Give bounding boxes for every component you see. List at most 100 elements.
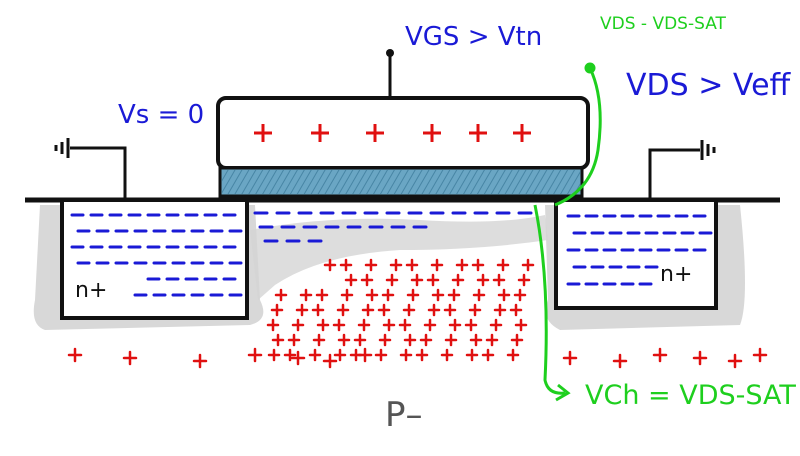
substrate-charge-mark (308, 348, 322, 362)
drain-region-label: n+ (660, 262, 693, 287)
gate-charge-mark (423, 124, 441, 142)
substrate-charge-mark (427, 303, 441, 317)
substrate-charge-mark (122, 350, 138, 366)
substrate-charge-mark (513, 288, 527, 302)
substrate-charge-mark (431, 288, 445, 302)
substrate-charge-mark (476, 273, 490, 287)
substrate-charge-mark (447, 288, 461, 302)
substrate-charge-mark (692, 350, 708, 366)
substrate-charge-mark (333, 348, 347, 362)
substrate-charge-mark (430, 258, 444, 272)
substrate-charge-mark (448, 318, 462, 332)
substrate-charge-mark (489, 318, 503, 332)
substrate-charge-mark (493, 303, 507, 317)
substrate-label: P– (385, 395, 423, 435)
substrate-charge-mark (471, 258, 485, 272)
substrate-charge-mark (295, 303, 309, 317)
substrate-charge-mark (332, 318, 346, 332)
substrate-charge-mark (267, 348, 281, 362)
channel-voltage-label: VCh = VDS-SAT (585, 380, 796, 411)
substrate-charge-mark (378, 333, 392, 347)
vds-sat-label: VDS - VDS-SAT (600, 14, 726, 34)
substrate-charge-mark (291, 318, 305, 332)
substrate-charge-mark (270, 303, 284, 317)
drain-wire (648, 148, 700, 200)
substrate-charge-mark (443, 303, 457, 317)
substrate-charge-mark (469, 333, 483, 347)
substrate-charges (67, 258, 768, 369)
substrate-charge-mark (290, 350, 306, 366)
substrate-charge-mark (353, 333, 367, 347)
substrate-charge-mark (727, 353, 743, 369)
substrate-charge-mark (415, 348, 429, 362)
substrate-charge-mark (299, 288, 313, 302)
substrate-charge-mark (492, 273, 506, 287)
substrate-charge-mark (521, 258, 535, 272)
substrate-charge-mark (274, 288, 288, 302)
gate-charge-mark (311, 124, 329, 142)
substrate-charge-mark (510, 333, 524, 347)
source-ground-wire (70, 146, 127, 200)
substrate-charge-mark (496, 258, 510, 272)
substrate-charge-mark (410, 273, 424, 287)
gate-electrode (216, 49, 590, 170)
source-region (60, 198, 249, 320)
substrate-charge-mark (509, 303, 523, 317)
substrate-charge-mark (506, 348, 520, 362)
substrate-charge-mark (472, 288, 486, 302)
substrate-charge-mark (465, 348, 479, 362)
gate-charges (254, 124, 531, 142)
gate-charge-mark (254, 124, 272, 142)
substrate-charge-mark (322, 353, 338, 369)
substrate-charge-mark (374, 348, 388, 362)
substrate-charge-mark (455, 258, 469, 272)
substrate-charge-mark (426, 273, 440, 287)
substrate-charge-mark (485, 333, 499, 347)
substrate-charge-mark (440, 348, 454, 362)
drain-region (554, 198, 718, 310)
vds-condition-label: VDS > Veff (626, 68, 791, 103)
electron-dashes (70, 211, 713, 297)
substrate-charge-mark (451, 273, 465, 287)
substrate-charge-mark (266, 318, 280, 332)
substrate-charge-mark (419, 333, 433, 347)
substrate-charge-mark (67, 347, 83, 363)
substrate-charge-mark (339, 258, 353, 272)
substrate-charge-mark (344, 273, 358, 287)
substrate-charge-mark (381, 288, 395, 302)
substrate-charge-mark (399, 348, 413, 362)
substrate-charge-mark (517, 273, 531, 287)
substrate-charge-mark (361, 303, 375, 317)
substrate-charge-mark (464, 318, 478, 332)
substrate-charge-mark (406, 288, 420, 302)
substrate-charge-mark (337, 333, 351, 347)
substrate-charge-mark (752, 347, 768, 363)
substrate-charge-mark (389, 258, 403, 272)
gate-oxide (218, 166, 584, 198)
substrate-charge-mark (315, 288, 329, 302)
substrate-charge-mark (377, 303, 391, 317)
substrate-charge-mark (357, 318, 371, 332)
gate-charge-mark (513, 124, 531, 142)
ground-icon (700, 140, 716, 160)
substrate-charge-mark (340, 288, 354, 302)
gate-charge-mark (469, 124, 487, 142)
substrate-charge-mark (481, 348, 495, 362)
gate-charge-mark (366, 124, 384, 142)
substrate-charge-mark (271, 333, 285, 347)
substrate-charge-mark (405, 258, 419, 272)
substrate-charge-mark (398, 318, 412, 332)
pinch-off-annotation (533, 62, 602, 402)
substrate-charge-mark (403, 333, 417, 347)
substrate-charge-mark (287, 333, 301, 347)
substrate-charge-mark (364, 258, 378, 272)
source-region-label: n+ (75, 278, 108, 303)
substrate-charge-mark (365, 288, 379, 302)
substrate-charge-mark (283, 348, 297, 362)
vgs-label: VGS > Vtn (405, 22, 543, 52)
substrate-charge-mark (612, 353, 628, 369)
substrate-charge-mark (402, 303, 416, 317)
substrate-charge-mark (652, 347, 668, 363)
substrate-charge-mark (311, 303, 325, 317)
